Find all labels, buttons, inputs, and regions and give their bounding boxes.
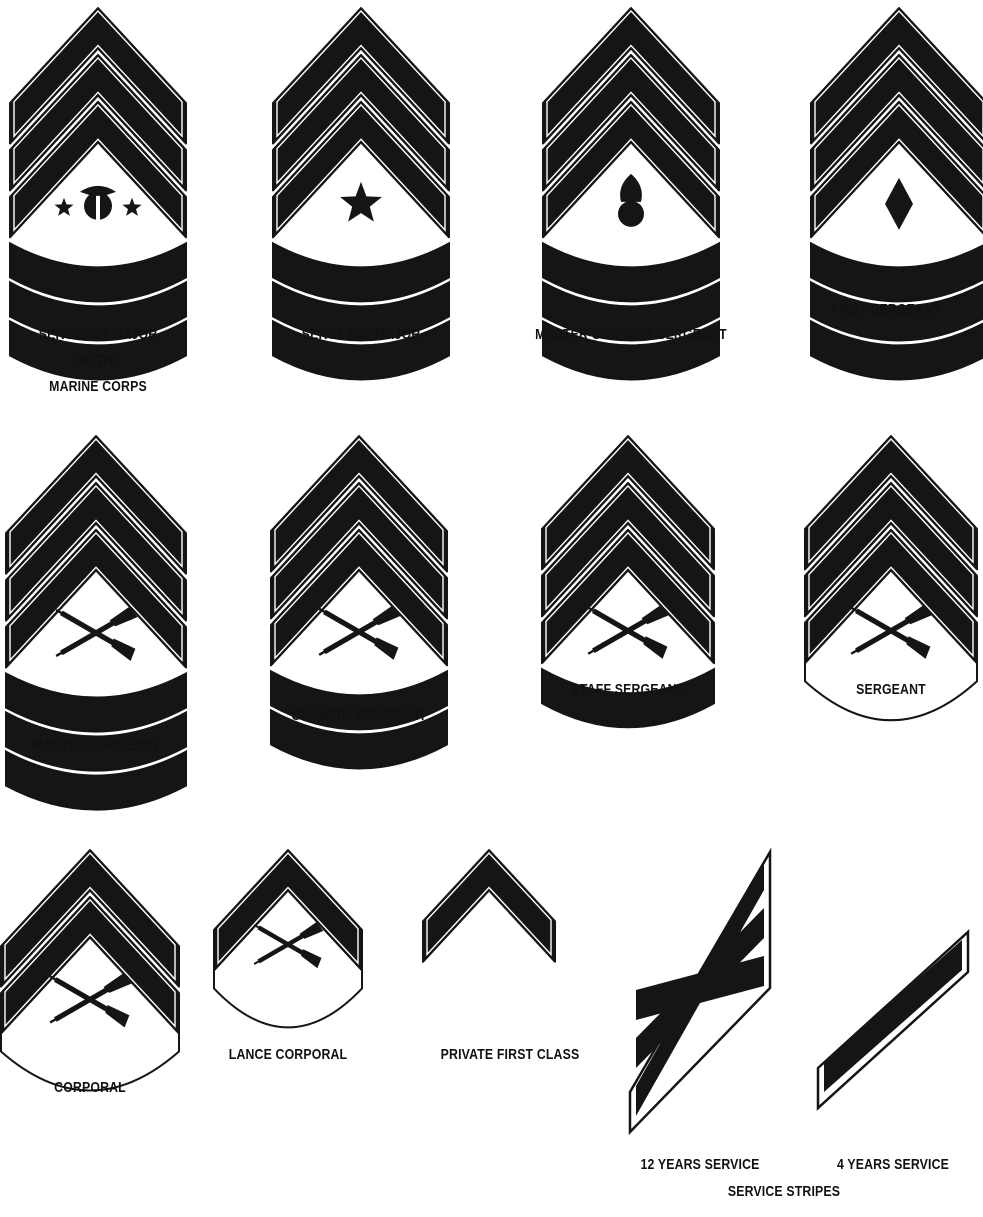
service-stripe-twelve-years <box>630 852 770 1132</box>
crossed-rifles-device <box>47 971 132 1028</box>
insignia-lance-corporal <box>214 850 362 1027</box>
label-lance-corporal: LANCE CORPORAL <box>229 1042 347 1068</box>
crossed-rifles-device <box>251 920 323 969</box>
chevron-stripe <box>423 850 555 962</box>
crossed-rifles-device <box>585 603 670 660</box>
right-star-icon <box>123 198 142 216</box>
rocker-stripe <box>543 243 719 301</box>
label-sergeant: SERGEANT <box>856 677 926 703</box>
label-4-years-service: 4 YEARS SERVICE <box>837 1152 949 1178</box>
label-first-sgt: FIRST SERGEANT <box>831 297 941 323</box>
crossed-rifles-device <box>53 605 138 662</box>
insignia-corporal <box>1 850 179 1091</box>
rocker-stripe <box>6 674 186 732</box>
label-sgt-major-mc: SERGEANT MAJOR OF THE MARINE CORPS <box>39 322 157 400</box>
bursting-bomb-icon <box>618 174 644 227</box>
service-stripes-caption: SERVICE STRIPES <box>728 1179 840 1205</box>
insignia-private-first-class <box>423 850 555 962</box>
rocker-stripe <box>273 243 449 301</box>
diamond-icon <box>885 178 913 230</box>
chevron-stripe <box>214 850 362 970</box>
crossed-rifles-device <box>848 603 933 660</box>
service-stripe-band <box>636 956 764 1020</box>
label-private-first-class: PRIVATE FIRST CLASS <box>441 1042 580 1068</box>
label-corporal: CORPORAL <box>54 1075 126 1101</box>
insignia-outline <box>214 970 362 1027</box>
insignia-first-sgt <box>811 8 983 379</box>
service-stripe-band <box>824 940 962 1092</box>
label-sgt-major: SERGEANT MAJOR <box>302 322 420 348</box>
crossed-rifles-device <box>316 604 401 661</box>
label-master-sgt: MASTER SERGEANT <box>33 733 159 759</box>
service-stripe-four-years <box>818 932 968 1108</box>
rocker-stripe <box>10 243 186 301</box>
label-12-years-service: 12 YEARS SERVICE <box>640 1152 759 1178</box>
eagle-globe-anchor-icon <box>80 186 116 222</box>
label-gunnery-sgt: GUNNERY SERGEANT <box>291 703 426 729</box>
star-icon <box>340 182 382 222</box>
rocker-stripe <box>811 243 983 301</box>
left-star-icon <box>55 198 74 216</box>
label-master-gunnery-sgt: MASTER GUNNERY SERGEANT <box>535 322 727 348</box>
label-staff-sgt: STAFF SERGEANT <box>572 677 685 703</box>
